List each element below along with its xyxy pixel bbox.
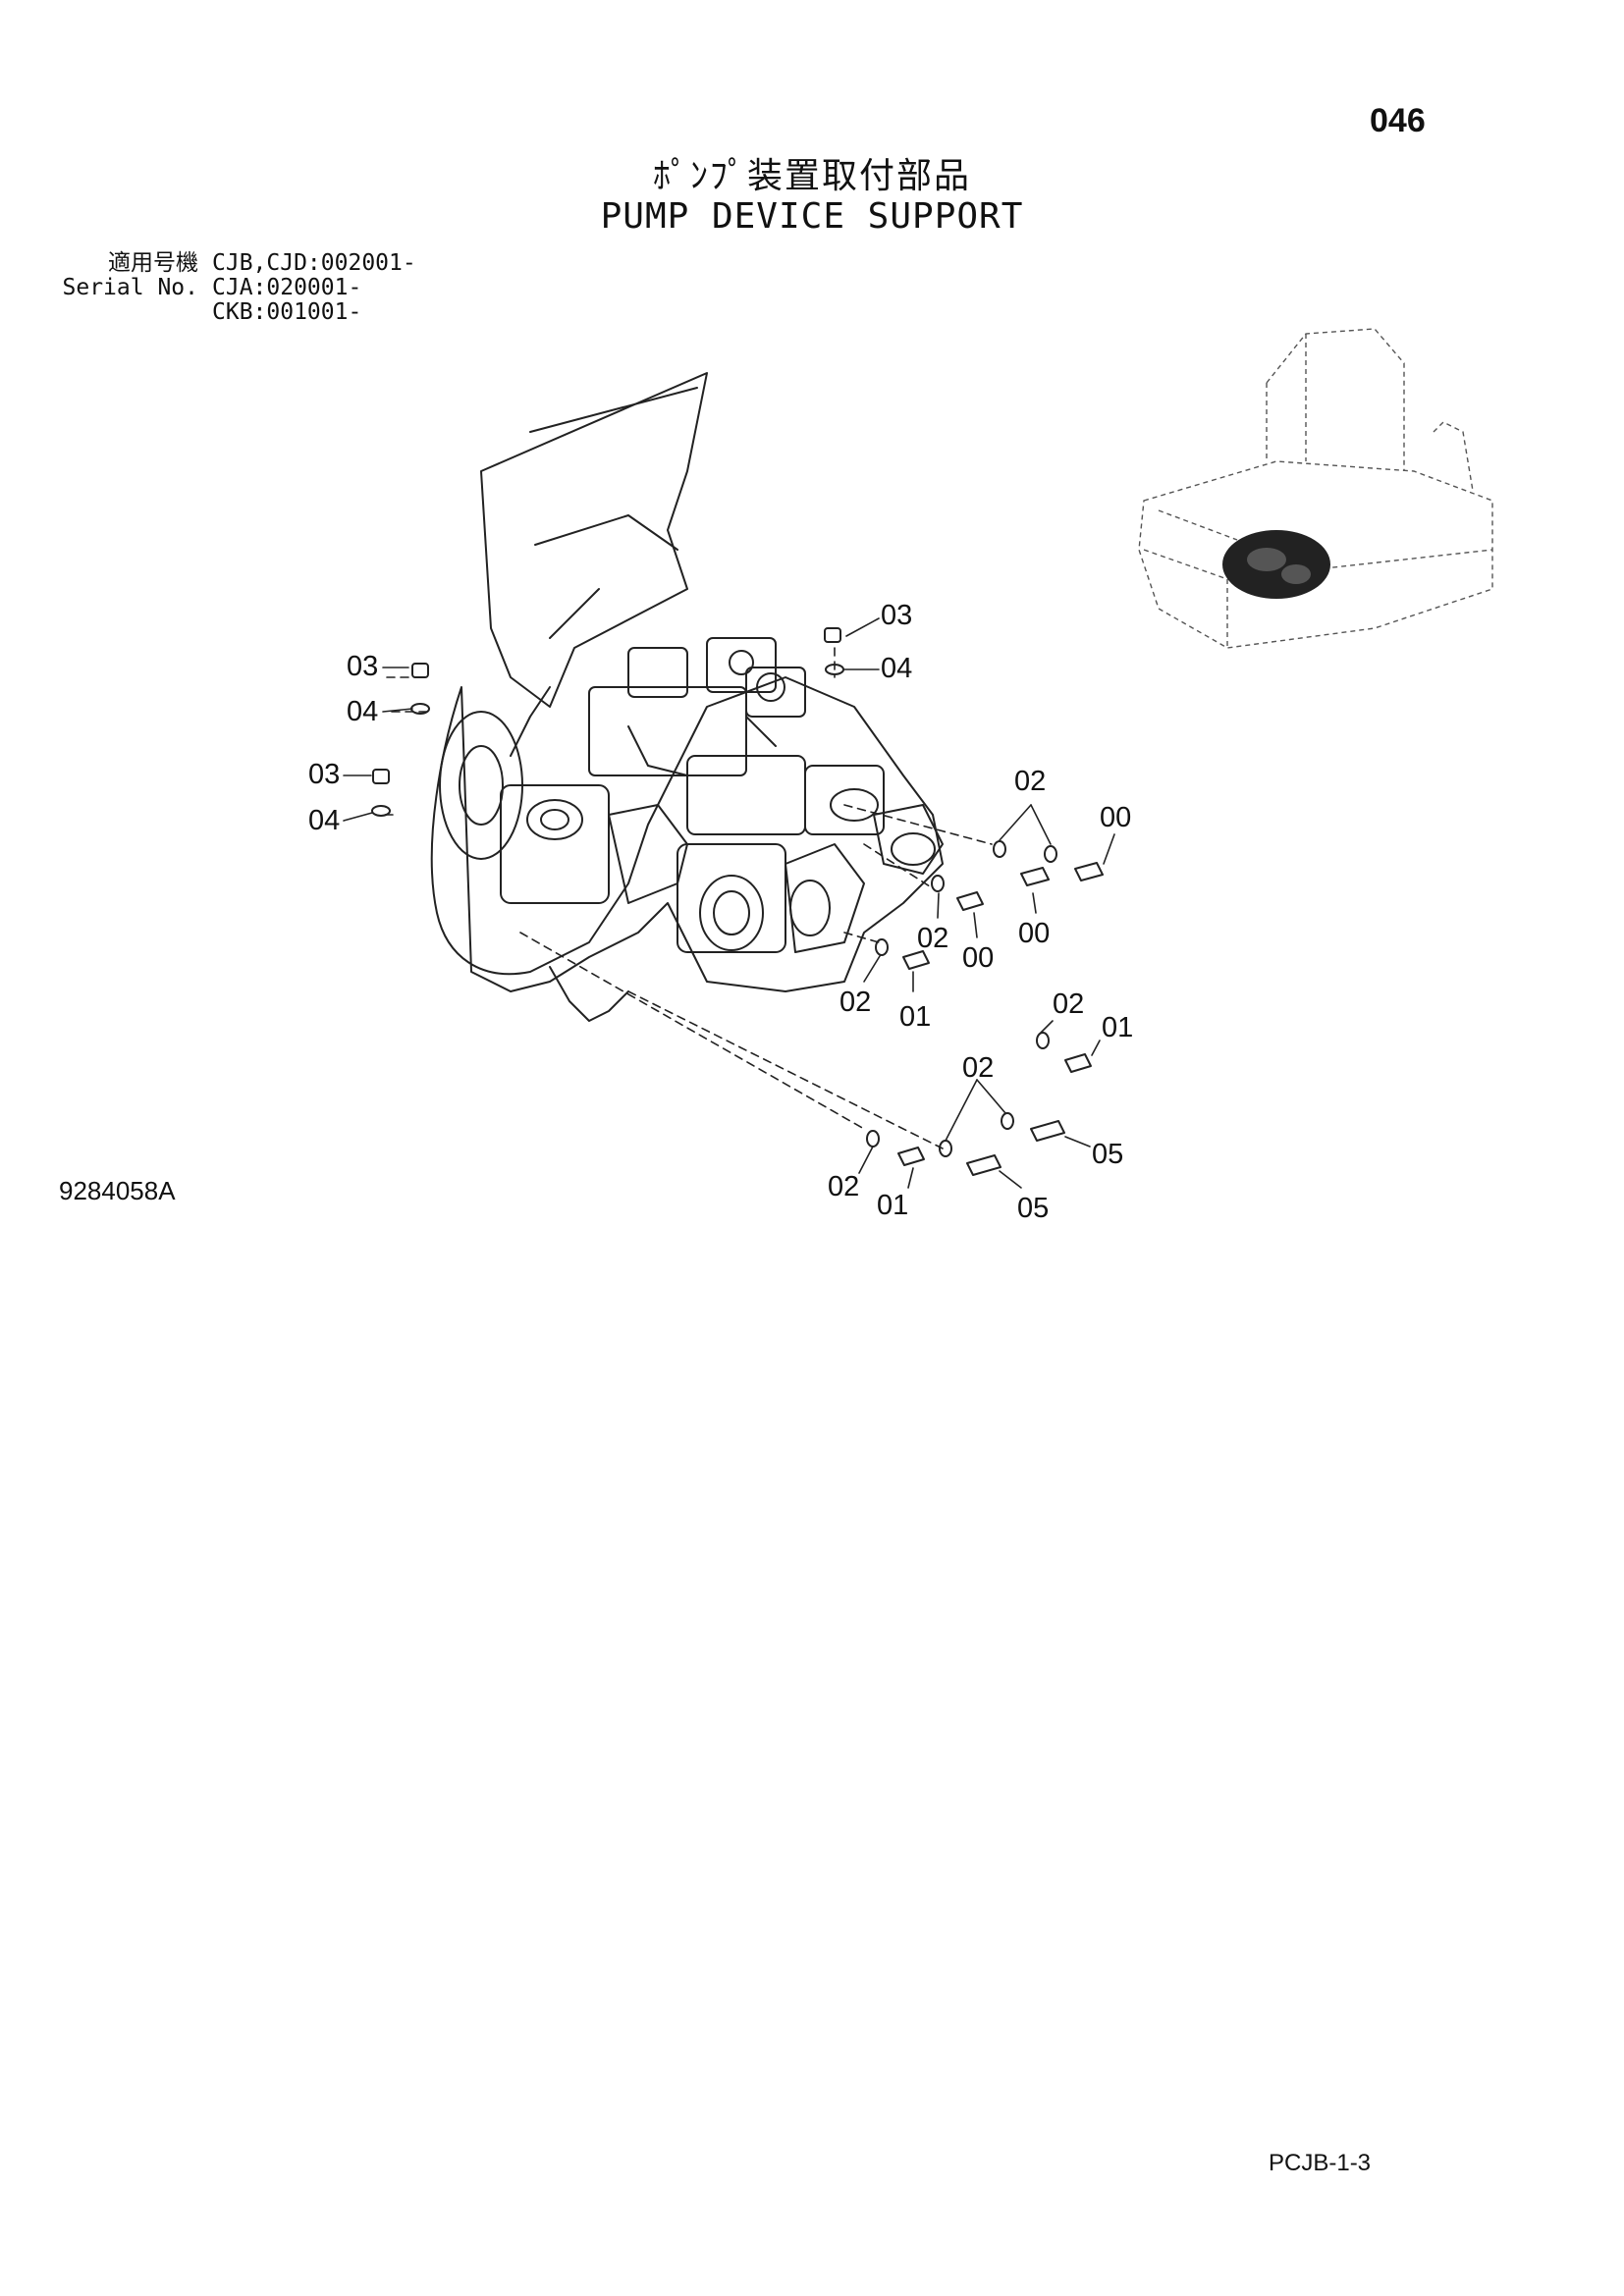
pump-location-highlight [1222,530,1330,599]
serial-label: 適用号機 [108,250,198,276]
mounting-bracket [480,372,708,708]
part-callout: 02 [828,1171,859,1202]
part-callout: 00 [1100,802,1131,833]
part-callout: 02 [839,987,871,1018]
page-number: 046 [1370,102,1426,139]
part-callout: 04 [308,805,340,836]
part-callout: 02 [962,1052,994,1084]
part-callout: 02 [1053,988,1084,1020]
diagram-code: 9284058A [59,1176,176,1205]
part-callout: 03 [308,759,340,790]
part-callout: 03 [347,651,378,682]
excavator-location-thumbnail [1138,328,1493,649]
part-callout: 01 [1102,1012,1133,1043]
page-title-japanese: ﾎﾟﾝﾌﾟ装置取付部品 [652,156,971,196]
serial-row: CKB:001001- [51,300,416,325]
part-callout: 03 [881,600,912,631]
part-callout: 00 [962,942,994,974]
serial-value: CKB:001001- [212,299,362,325]
part-callout: 05 [1092,1139,1123,1170]
part-callouts: 03 04 03 04 03 04 02 00 00 02 00 02 01 0… [308,600,1133,1224]
part-callout: 01 [877,1190,908,1221]
part-callout: 04 [881,653,912,684]
serial-row: Serial No. CJA:020001- [51,276,416,300]
serial-number-block: 適用号機 CJB,CJD:002001- Serial No. CJA:0200… [51,251,416,325]
hydraulic-pump-assembly [430,637,944,1022]
leader-lines [343,617,1115,1189]
alignment-lines [382,647,993,1149]
page-title-english: PUMP DEVICE SUPPORT [600,196,1024,237]
serial-label: Serial No. [62,275,198,300]
part-callout: 00 [1018,918,1050,949]
footer-code: PCJB-1-3 [1269,2150,1372,2176]
serial-row: 適用号機 CJB,CJD:002001- [51,251,416,276]
part-callout: 04 [347,696,378,727]
part-callout: 02 [917,923,948,954]
part-callout: 02 [1014,766,1046,797]
part-callout: 05 [1017,1193,1049,1224]
bolts-and-washers [371,627,1104,1176]
serial-value: CJA:020001- [212,275,362,300]
serial-value: CJB,CJD:002001- [212,250,416,276]
part-callout: 01 [899,1001,931,1033]
